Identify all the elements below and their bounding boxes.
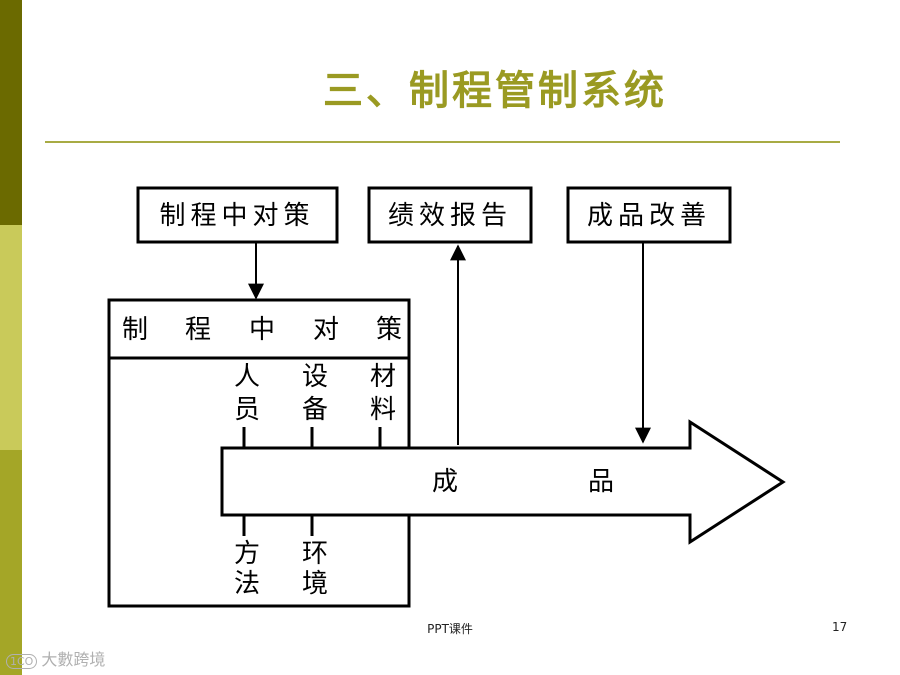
factor-people-1: 人 <box>234 362 260 392</box>
factor-equipment-1: 设 <box>302 362 328 392</box>
factor-environment-1: 环 <box>302 539 328 569</box>
box-countermeasure-label: 制程中对策 <box>159 201 314 231</box>
factor-labels-bottom: 方 法 环 境 <box>234 539 328 599</box>
product-flow-arrow <box>220 419 786 545</box>
sidebar-stripe-top <box>0 0 22 225</box>
factor-method-1: 方 <box>234 539 260 569</box>
main-header-text: 制 程 中 对 策 <box>122 315 402 345</box>
header-char-3: 中 <box>249 315 275 345</box>
box-product-improvement-label: 成品改善 <box>587 201 711 231</box>
factor-material-2: 料 <box>370 395 396 425</box>
watermark-logo-icon: 1CO <box>6 654 38 669</box>
header-char-2: 程 <box>185 315 211 345</box>
box-performance-report: 绩效报告 <box>367 186 533 244</box>
factor-equipment-2: 备 <box>302 395 328 425</box>
title-divider <box>45 141 840 143</box>
factor-environment-2: 境 <box>302 569 328 599</box>
main-process-header <box>107 298 411 360</box>
arrow-label-char-1: 成 <box>432 467 458 497</box>
factor-people-2: 员 <box>234 395 260 425</box>
watermark-text: 大數跨境 <box>41 650 106 669</box>
arrow-label-char-2: 品 <box>588 467 614 497</box>
header-char-4: 对 <box>313 315 339 345</box>
box-countermeasure-top: 制程中对策 <box>136 186 339 244</box>
slide-title: 三、制程管制系统 <box>323 67 667 114</box>
page-number: 17 <box>832 620 848 634</box>
box-product-improvement: 成品改善 <box>566 186 732 244</box>
factor-labels-top: 人 员 设 备 材 料 <box>234 362 396 425</box>
sidebar-stripe-middle <box>0 225 22 450</box>
footer-caption: PPT课件 <box>427 622 473 636</box>
header-char-5: 策 <box>376 315 402 345</box>
box-performance-report-label: 绩效报告 <box>388 201 512 231</box>
factor-material-1: 材 <box>370 362 396 392</box>
arrow-label: 成 品 <box>432 467 614 497</box>
factor-method-2: 法 <box>234 569 260 599</box>
sidebar-stripe-bottom <box>0 450 22 675</box>
header-char-1: 制 <box>122 315 148 345</box>
